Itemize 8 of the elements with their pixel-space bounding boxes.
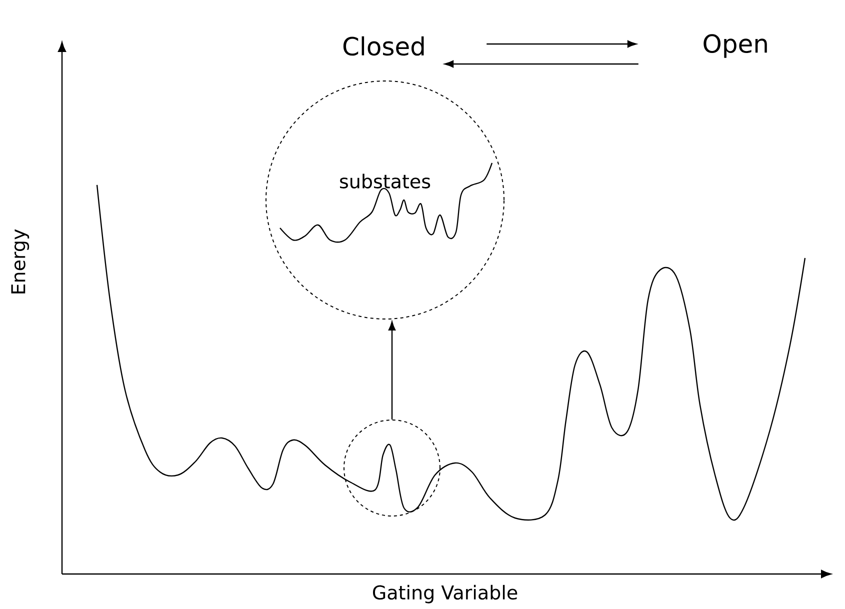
arrow [444, 60, 638, 68]
state-label: Open [704, 34, 767, 58]
axis-label: Energy [11, 229, 30, 294]
arrow [388, 321, 396, 420]
axis-label: Gating Variable [373, 584, 518, 604]
zoom-circle [344, 420, 440, 516]
state-label: Closed [343, 36, 424, 56]
arrow [486, 40, 636, 48]
